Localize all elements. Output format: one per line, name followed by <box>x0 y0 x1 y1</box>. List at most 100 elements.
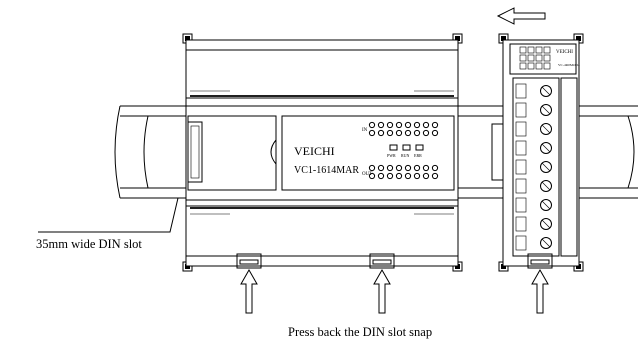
output-led <box>413 172 421 180</box>
expansion-port-cover <box>187 115 277 191</box>
input-led <box>395 121 403 129</box>
terminal-slot <box>541 143 551 153</box>
status-indicators: PWR RUN ERR <box>387 144 424 158</box>
input-led <box>431 121 439 129</box>
output-led <box>431 164 439 172</box>
terminal-screw-icon <box>540 85 552 97</box>
output-led <box>386 164 394 172</box>
terminal-screw-icon <box>540 161 552 173</box>
terminal-block <box>515 83 552 251</box>
input-led-array <box>368 121 439 137</box>
terminal-screw-icon <box>540 104 552 116</box>
in-label: IN <box>362 128 368 133</box>
module-led <box>519 54 527 62</box>
output-led <box>422 172 430 180</box>
input-led <box>404 121 412 129</box>
module-led <box>543 54 551 62</box>
output-led <box>395 172 403 180</box>
terminal-slot <box>541 86 551 96</box>
output-led-array <box>368 164 439 180</box>
pwr-indicator <box>389 144 398 151</box>
input-led <box>431 129 439 137</box>
module-led <box>535 46 543 54</box>
input-led <box>368 121 376 129</box>
indicator-label-pwr: PWR <box>387 153 396 158</box>
input-led <box>422 129 430 137</box>
output-led <box>431 172 439 180</box>
terminal-screw-icon <box>540 218 552 230</box>
module-led <box>543 46 551 54</box>
din-clip-icon <box>369 253 395 269</box>
input-led <box>377 121 385 129</box>
output-led <box>377 164 385 172</box>
terminal-screw-icon <box>540 199 552 211</box>
terminal-slot <box>541 124 551 134</box>
input-led <box>386 121 394 129</box>
module-led <box>527 62 535 70</box>
terminal-slot <box>541 200 551 210</box>
push-up-arrow-icon <box>373 268 391 314</box>
plc-main-unit: VEICHI VC1-1614MAR IN OUT PWR RUN ERR <box>182 33 463 272</box>
err-indicator <box>415 144 424 151</box>
output-led <box>368 172 376 180</box>
run-indicator <box>402 144 411 151</box>
output-led <box>395 164 403 172</box>
input-led <box>377 129 385 137</box>
module-brand: VEICHI <box>556 50 573 55</box>
terminal-tab <box>515 216 527 232</box>
din-clip-icon <box>527 253 553 269</box>
module-led <box>527 54 535 62</box>
input-led <box>413 129 421 137</box>
module-led <box>527 46 535 54</box>
input-led <box>422 121 430 129</box>
push-up-arrow-icon <box>531 268 549 314</box>
input-led <box>404 129 412 137</box>
indicator-label-err: ERR <box>414 153 422 158</box>
terminal-slot <box>541 181 551 191</box>
push-up-arrow-icon <box>240 268 258 314</box>
din-clip-icon <box>236 253 262 269</box>
terminal-tab <box>515 235 527 251</box>
input-led <box>386 129 394 137</box>
module-led <box>519 46 527 54</box>
terminal-screw-icon <box>540 142 552 154</box>
output-led <box>404 164 412 172</box>
expansion-module: VEICHI VC-4R0MOD4 <box>498 33 584 272</box>
output-led <box>368 164 376 172</box>
output-led <box>404 172 412 180</box>
output-led <box>413 164 421 172</box>
terminal-tab <box>515 83 527 99</box>
input-led <box>413 121 421 129</box>
terminal-tab <box>515 140 527 156</box>
module-led-grid <box>519 46 551 70</box>
terminal-slot <box>541 162 551 172</box>
plc-brand: VEICHI <box>294 144 335 158</box>
output-led <box>377 172 385 180</box>
slide-left-arrow-icon <box>496 7 546 25</box>
terminal-tab <box>515 159 527 175</box>
indicator-label-run: RUN <box>401 153 410 158</box>
terminal-tab <box>515 102 527 118</box>
terminal-slot <box>541 219 551 229</box>
terminal-tab <box>515 178 527 194</box>
module-led <box>535 54 543 62</box>
terminal-screw-icon <box>540 123 552 135</box>
module-led <box>535 62 543 70</box>
press-back-label: Press back the DIN slot snap <box>288 325 432 339</box>
front-panel: VEICHI VC1-1614MAR IN OUT PWR RUN ERR <box>281 115 455 191</box>
module-led <box>543 62 551 70</box>
terminal-screw-icon <box>540 237 552 249</box>
input-led <box>395 129 403 137</box>
terminal-tab <box>515 121 527 137</box>
terminal-screw-icon <box>540 180 552 192</box>
input-led <box>368 129 376 137</box>
terminal-slot <box>541 105 551 115</box>
module-led <box>519 62 527 70</box>
module-model: VC-4R0MOD4 <box>558 63 580 67</box>
din-slot-leader-line <box>38 197 179 233</box>
out-label: OUT <box>362 172 372 177</box>
output-led <box>422 164 430 172</box>
output-led <box>386 172 394 180</box>
plc-model: VC1-1614MAR <box>294 165 359 176</box>
